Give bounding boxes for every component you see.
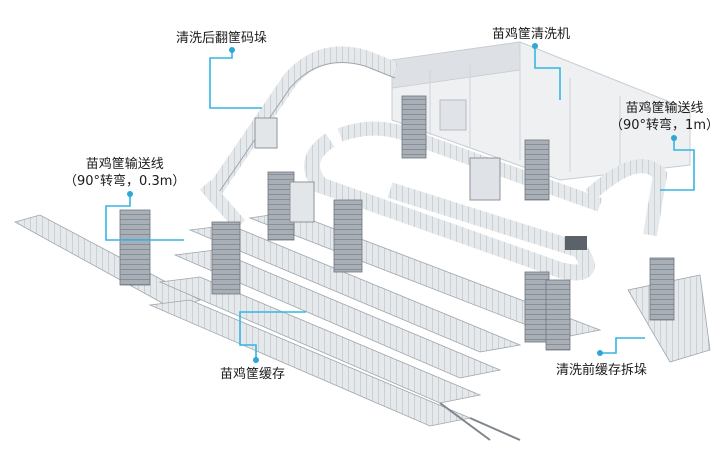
callout-line-conveyor-1m xyxy=(660,138,695,191)
callout-lines xyxy=(105,46,695,360)
label-flip-stack: 清洗后翻筐码垛 xyxy=(176,30,267,47)
label-conveyor-1m: 苗鸡筐输送线 （90°转弯，1m） xyxy=(610,100,719,134)
label-flip-stack-text: 清洗后翻筐码垛 xyxy=(176,31,268,46)
label-washer-text: 苗鸡筐清洗机 xyxy=(492,27,571,42)
right-curved-conveyor xyxy=(585,159,668,237)
label-prewash: 清洗前缓存拆垛 xyxy=(556,362,647,379)
label-conveyor-1m-line2: （90°转弯，1m） xyxy=(610,118,719,133)
callout-line-flip-stack xyxy=(209,50,262,109)
callout-line-prewash xyxy=(600,337,645,354)
machine-frames xyxy=(254,117,587,250)
callout-line-washer xyxy=(534,46,561,100)
top-curved-conveyor xyxy=(199,46,398,230)
label-conveyor-03m-line2: （90°转弯，0.3m） xyxy=(64,174,186,189)
label-washer: 苗鸡筐清洗机 xyxy=(492,26,570,43)
callout-dots xyxy=(127,43,677,363)
left-conveyor xyxy=(13,214,201,311)
label-buffer-text: 苗鸡筐缓存 xyxy=(220,367,286,382)
label-conveyor-1m-line1: 苗鸡筐输送线 xyxy=(625,101,704,116)
callout-line-conveyor-03m xyxy=(105,194,184,241)
callout-line-buffer xyxy=(239,311,306,360)
label-prewash-text: 清洗前缓存拆垛 xyxy=(556,363,648,378)
label-conveyor-03m-line1: 苗鸡筐输送线 xyxy=(85,157,164,172)
label-buffer: 苗鸡筐缓存 xyxy=(220,366,285,383)
washer-machine xyxy=(391,41,691,181)
label-conveyor-03m: 苗鸡筐输送线 （90°转弯，0.3m） xyxy=(64,156,185,190)
